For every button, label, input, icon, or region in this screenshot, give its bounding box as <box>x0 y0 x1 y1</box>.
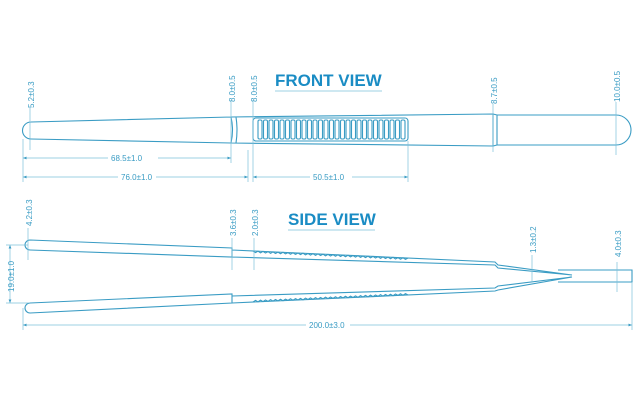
grip-ridge <box>356 119 362 140</box>
grip-ridge <box>361 119 368 140</box>
dim-grip-length: 50.5±1.0 <box>313 173 345 182</box>
dim-length-half: 76.0±1.0 <box>121 173 153 182</box>
grip-ridge <box>306 119 313 140</box>
dim-opening: 19.0±1.0 <box>7 260 16 292</box>
grip-ridge <box>312 119 318 140</box>
dim-mid-width-b: 8.0±0.5 <box>250 75 259 102</box>
side-view-title: SIDE VIEW <box>288 210 377 229</box>
grip-ridge <box>279 119 285 140</box>
grip-ridge <box>323 119 329 140</box>
side-view: SIDE VIEW 19.0±1.0 200.0±3.0 4.2±0.3 3.6… <box>6 199 633 330</box>
grip-ridge <box>400 119 406 140</box>
grip-ridge <box>394 119 401 140</box>
tweezer-joint <box>558 269 633 283</box>
serration-upper <box>252 250 409 261</box>
dim-mid-width-a: 8.0±0.5 <box>228 75 237 102</box>
dim-length-tip: 68.5±1.0 <box>111 154 143 163</box>
grip-ridge <box>301 119 307 140</box>
grip-ridge <box>328 119 335 140</box>
grip-ridge <box>378 119 384 140</box>
front-view-title: FRONT VIEW <box>275 71 383 90</box>
dim-tip-thickness: 4.2±0.3 <box>25 199 34 226</box>
grip-ridge <box>273 119 280 140</box>
dim-mid-thickness: 3.6±0.3 <box>229 209 238 236</box>
grip-ridge <box>389 119 395 140</box>
grip-ridge <box>257 119 263 140</box>
dim-end-thickness: 4.0±0.3 <box>614 230 623 257</box>
grip-ridge <box>268 119 274 140</box>
grip-ridge <box>350 119 357 140</box>
tweezer-lower-arm <box>24 276 573 314</box>
grip-ridge <box>345 119 351 140</box>
dim-total-length: 200.0±3.0 <box>309 321 345 330</box>
dim-collar-width: 8.7±0.5 <box>490 77 499 104</box>
grip-ridge <box>367 119 373 140</box>
dim-tip-width: 5.2±0.3 <box>27 81 36 108</box>
front-view: FRONT VIEW 68.5±1.0 76.0±1.0 50.5±1.0 5.… <box>22 70 632 182</box>
grip-ridge <box>262 119 269 140</box>
grip-ridge <box>317 119 324 140</box>
grip-ridge <box>372 119 379 140</box>
serration-lower <box>252 292 409 303</box>
grip-ridge <box>295 119 302 140</box>
dim-end-width: 10.0±0.5 <box>613 70 622 102</box>
grip-ridges <box>257 119 406 140</box>
tweezer-upper-arm <box>24 239 573 276</box>
grip-ridge <box>290 119 296 140</box>
grip-ridge <box>334 119 340 140</box>
dim-gap: 1.3±0.2 <box>529 226 538 253</box>
grip-ridge <box>339 119 346 140</box>
dim-grip-thickness: 2.0±0.3 <box>251 209 260 236</box>
grip-ridge <box>284 119 291 140</box>
grip-ridge <box>383 119 390 140</box>
